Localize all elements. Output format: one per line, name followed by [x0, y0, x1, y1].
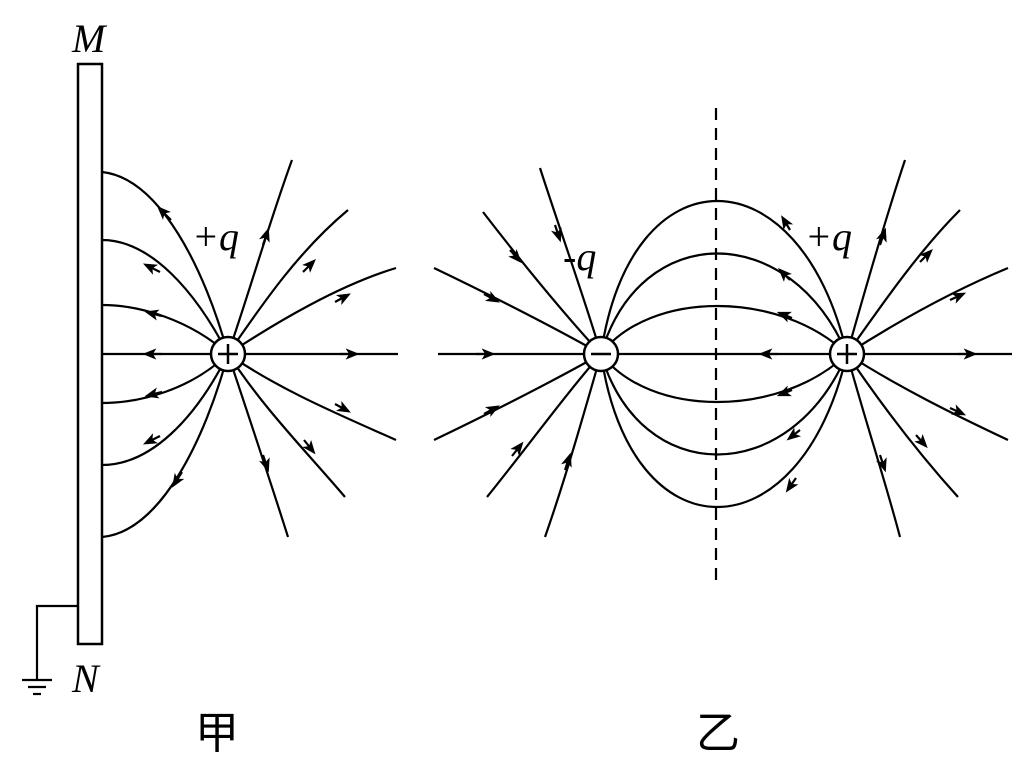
- field-line: [845, 353, 902, 538]
- field-lines-b: [433, 159, 1012, 538]
- arrows-b: [476, 215, 978, 493]
- field-line: [599, 353, 849, 456]
- field-line: [101, 238, 229, 355]
- field-line: [433, 267, 602, 355]
- field-line: [433, 353, 602, 441]
- figure-a: M N +q 甲: [22, 16, 398, 758]
- field-line: [101, 353, 230, 539]
- positive-charge-a: [209, 335, 247, 373]
- field-line: [101, 170, 230, 355]
- field-line: [226, 159, 294, 355]
- charge-label-a: +q: [192, 214, 239, 259]
- field-line: [846, 353, 1009, 441]
- field-line: [600, 304, 848, 355]
- field-line: [599, 200, 849, 355]
- field-line: [227, 353, 346, 498]
- field-line: [101, 303, 229, 355]
- caption-a: 甲: [195, 708, 239, 758]
- field-line: [538, 167, 603, 355]
- field-line: [227, 209, 349, 355]
- field-line: [227, 353, 397, 442]
- negative-charge-label: -q: [563, 234, 596, 279]
- field-line: [226, 353, 290, 538]
- field-line: [846, 353, 959, 498]
- field-line: [482, 211, 602, 355]
- arrows-a: [142, 206, 360, 488]
- plate-bottom-label: N: [71, 656, 101, 701]
- field-lines-a: [101, 159, 398, 539]
- field-line: [543, 353, 603, 538]
- field-line: [600, 353, 848, 404]
- field-line: [101, 353, 229, 405]
- field-line: [599, 252, 849, 355]
- plate-top-label: M: [71, 16, 108, 61]
- field-line: [599, 353, 849, 508]
- positive-charge-label-b: +q: [805, 214, 852, 259]
- field-line: [101, 353, 229, 467]
- ground-icon: [22, 604, 78, 696]
- field-line: [846, 266, 1009, 355]
- metal-plate: [76, 62, 104, 646]
- positive-charge-b: [828, 335, 866, 373]
- field-line: [846, 209, 961, 355]
- field-line: [845, 159, 907, 355]
- field-line: [486, 353, 602, 498]
- caption-b: 乙: [696, 708, 740, 758]
- field-line: [227, 266, 397, 355]
- figure-b: -q +q 乙: [433, 108, 1012, 758]
- negative-charge-b: [582, 335, 620, 373]
